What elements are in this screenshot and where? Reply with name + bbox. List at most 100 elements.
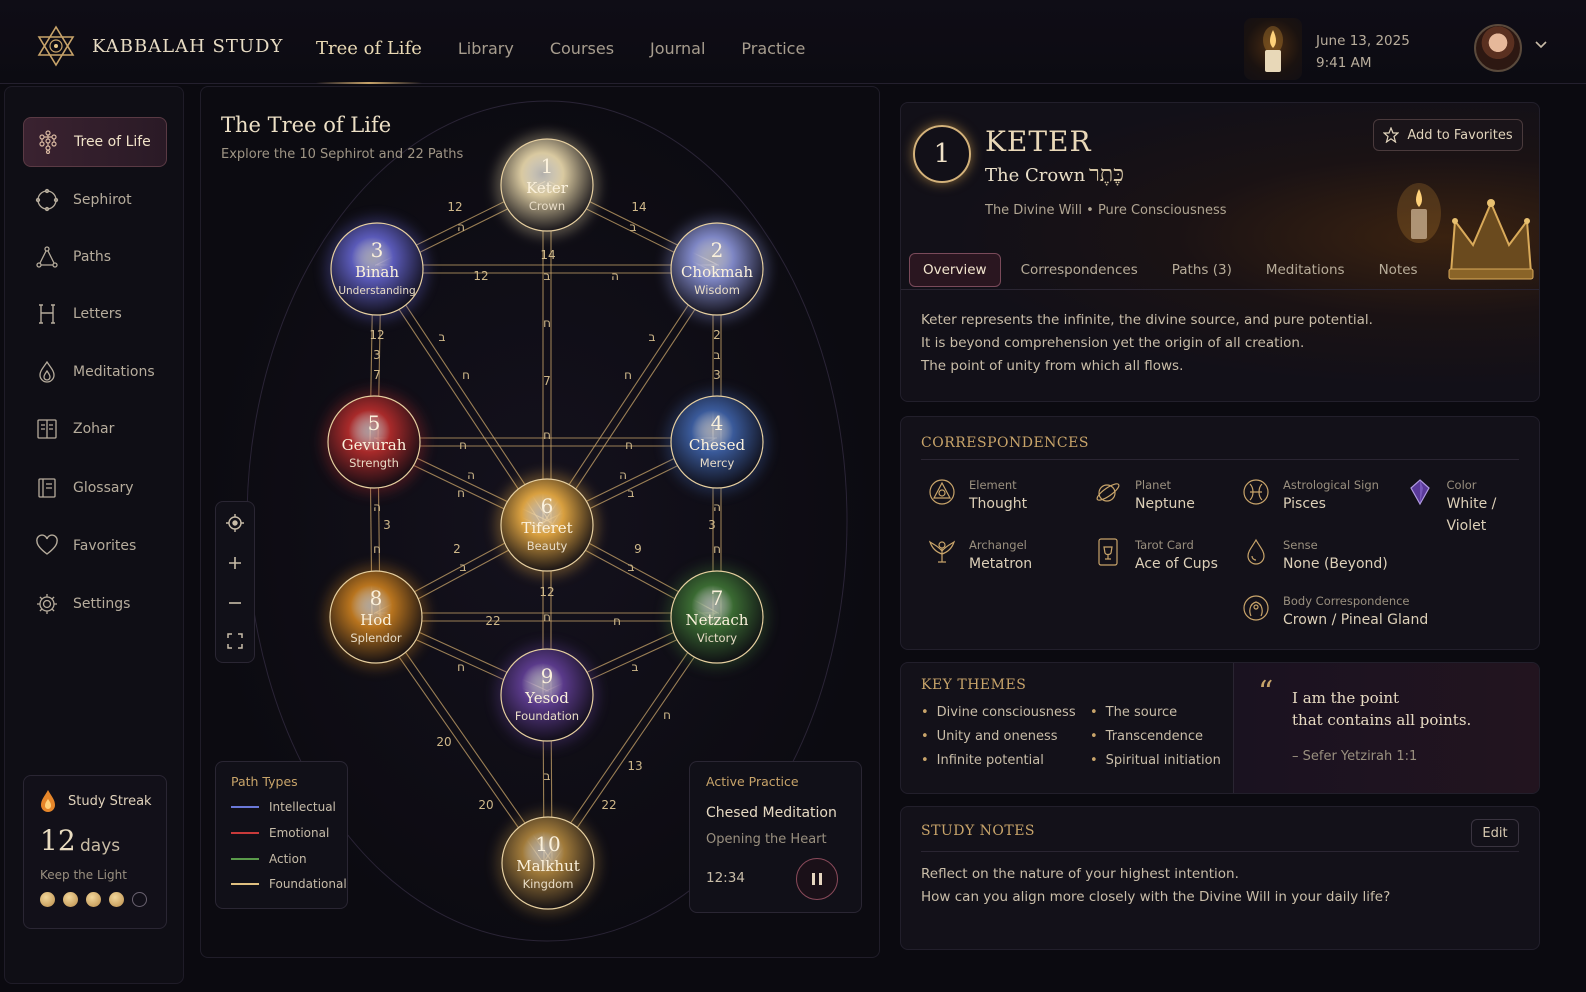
notes-line: Reflect on the nature of your highest in… <box>921 866 1239 882</box>
fullscreen-button[interactable] <box>216 622 254 660</box>
practice-label: Active Practice <box>706 774 799 789</box>
sidebar-item-sephirot[interactable]: Sephirot <box>23 175 167 225</box>
recenter-button[interactable] <box>216 504 254 542</box>
sephirah-meaning: Victory <box>697 631 737 645</box>
sephirah-number: 9 <box>541 664 554 688</box>
brand-name: KABBALAH STUDY <box>92 35 284 57</box>
star-icon <box>1383 127 1400 143</box>
sephirah-number: 4 <box>711 411 724 435</box>
pause-button[interactable] <box>796 858 838 900</box>
path-label: 12 <box>539 585 554 599</box>
sidebar-item-settings[interactable]: Settings <box>23 579 167 629</box>
theme-item: Unity and oneness <box>921 729 1058 744</box>
brand[interactable]: KABBALAH STUDY <box>34 24 283 68</box>
sephirah-number: 7 <box>711 586 724 610</box>
path-label: ח <box>543 316 551 330</box>
sidebar-item-meditations[interactable]: Meditations <box>23 347 167 397</box>
path-label: 3 <box>373 348 381 362</box>
sidebar: Tree of Life Sephirot Paths Letters Medi… <box>4 86 184 984</box>
notes-text[interactable]: Reflect on the nature of your highest in… <box>921 863 1390 909</box>
zoom-in-button[interactable] <box>216 544 254 582</box>
path-channel[interactable] <box>377 264 717 274</box>
path-channel[interactable] <box>542 185 552 525</box>
corr-value: Pisces <box>1283 496 1326 512</box>
glossary-icon <box>38 478 56 498</box>
path-label: ה <box>611 269 619 283</box>
tab-correspondences[interactable]: Correspondences <box>1020 262 1138 278</box>
sidebar-item-glossary[interactable]: Glossary <box>23 463 167 513</box>
sephirah-name: Yesod <box>524 689 569 707</box>
nav-journal[interactable]: Journal <box>650 39 706 58</box>
sidebar-item-letters[interactable]: Letters <box>23 289 167 339</box>
overview-line: It is beyond comprehension yet the origi… <box>921 335 1305 351</box>
sephirah-name: Tiferet <box>521 519 572 537</box>
sidebar-item-label: Tree of Life <box>74 134 151 150</box>
datetime: June 13, 2025 9:41 AM <box>1316 30 1410 74</box>
tab-meditations[interactable]: Meditations <box>1265 262 1345 278</box>
nav-practice[interactable]: Practice <box>741 39 806 58</box>
edit-notes-button[interactable]: Edit <box>1471 819 1519 847</box>
streak-dot <box>63 892 78 907</box>
active-practice-card[interactable]: Active Practice Chesed Meditation Openin… <box>689 761 862 913</box>
path-label: 3 <box>383 518 391 532</box>
letters-icon <box>39 304 55 324</box>
tab-overview[interactable]: Overview <box>909 253 1001 287</box>
sephirah-hebrew: כֶּתֶר <box>1089 162 1124 187</box>
sidebar-item-favorites[interactable]: Favorites <box>23 521 167 571</box>
sephirah-meaning: Beauty <box>527 539 568 553</box>
avatar[interactable] <box>1474 24 1522 72</box>
tarot-icon <box>1098 538 1118 566</box>
corr-label: Archangel <box>969 538 1027 552</box>
path-channel[interactable] <box>376 612 717 622</box>
add-to-favorites-button[interactable]: Add to Favorites <box>1373 119 1523 151</box>
chevron-down-icon[interactable] <box>1534 40 1548 50</box>
zoom-out-button[interactable] <box>216 584 254 622</box>
path-channel[interactable] <box>374 437 717 447</box>
path-label: ח <box>457 660 465 674</box>
pisces-icon <box>1243 479 1269 505</box>
sidebar-item-paths[interactable]: Paths <box>23 232 167 282</box>
minus-icon <box>229 602 241 604</box>
path-label: 22 <box>601 798 616 812</box>
corr-label: Tarot Card <box>1135 538 1194 552</box>
sidebar-item-tree-of-life[interactable]: Tree of Life <box>23 117 167 167</box>
head-icon <box>1243 595 1269 621</box>
overview-line: The point of unity from which all flows. <box>921 358 1184 374</box>
study-streak-card: Study Streak 12 days Keep the Light <box>23 775 167 929</box>
tab-paths[interactable]: Paths (3) <box>1171 262 1232 278</box>
legend-item-intellectual: Intellectual <box>231 800 336 814</box>
nav-tree-of-life[interactable]: Tree of Life <box>316 0 422 84</box>
nav-library[interactable]: Library <box>457 39 514 58</box>
nav-courses[interactable]: Courses <box>549 39 615 58</box>
tab-notes[interactable]: Notes <box>1378 262 1418 278</box>
path-label: 2 <box>453 542 461 556</box>
legend-swatch <box>231 832 259 834</box>
legend-item-emotional: Emotional <box>231 826 329 840</box>
sidebar-item-zohar[interactable]: Zohar <box>23 404 167 454</box>
sephirah-number: 5 <box>368 411 381 435</box>
path-label: 20 <box>478 798 493 812</box>
paths-icon <box>36 246 58 268</box>
sephirah-name: Netzach <box>686 611 749 629</box>
path-label: ב <box>544 269 551 283</box>
detail-tabs: Overview Correspondences Paths (3) Medit… <box>909 253 1432 287</box>
sephirah-meaning: Mercy <box>700 456 735 470</box>
path-label: ה <box>713 500 721 514</box>
corr-label: Element <box>969 478 1017 492</box>
path-label: ח <box>543 428 551 442</box>
sephirah-name: KETER <box>985 125 1092 158</box>
path-label: 2 <box>713 328 721 342</box>
